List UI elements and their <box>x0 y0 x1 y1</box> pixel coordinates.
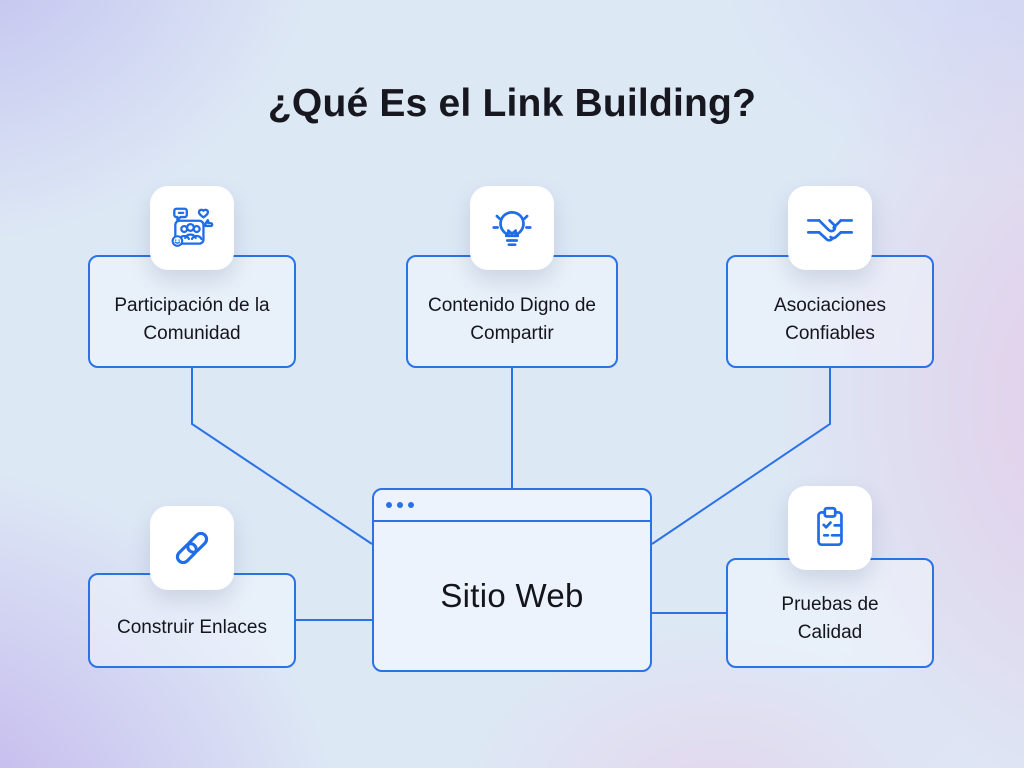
clipboard-check-icon <box>817 506 843 547</box>
node-partnerships-label: Asociaciones Confiables <box>774 294 886 344</box>
node-content: Contenido Digno de Compartir <box>406 255 618 368</box>
node-quality-label: Pruebas de Calidad <box>781 594 879 643</box>
node-quality: Pruebas de Calidad <box>726 558 934 668</box>
chain-link-icon-chip <box>150 506 234 590</box>
lightbulb-icon <box>492 211 532 247</box>
clipboard-check-icon-chip <box>788 486 872 570</box>
community-icon <box>171 207 214 247</box>
node-community-label: Participación de la Comunidad <box>114 294 270 344</box>
connector-community-to-center <box>191 368 373 545</box>
browser-dot-icon <box>408 502 414 508</box>
lightbulb-icon-chip <box>470 186 554 270</box>
node-sitio-web: Sitio Web <box>372 488 652 672</box>
browser-dot-icon <box>386 502 392 508</box>
connector-partnerships-to-center <box>651 368 831 545</box>
handshake-icon <box>806 219 854 242</box>
browser-titlebar <box>374 490 650 522</box>
node-content-label: Contenido Digno de Compartir <box>428 294 596 344</box>
node-sitio-web-label: Sitio Web <box>440 577 584 614</box>
node-partnerships: Asociaciones Confiables <box>726 255 934 368</box>
node-community: Participación de la Comunidad <box>88 255 296 368</box>
node-links-label: Construir Enlaces <box>117 616 267 638</box>
browser-dot-icon <box>397 502 403 508</box>
page-title: ¿Qué Es el Link Building? <box>267 82 757 125</box>
community-icon-chip <box>150 186 234 270</box>
chain-link-icon <box>175 531 209 565</box>
handshake-icon-chip <box>788 186 872 270</box>
